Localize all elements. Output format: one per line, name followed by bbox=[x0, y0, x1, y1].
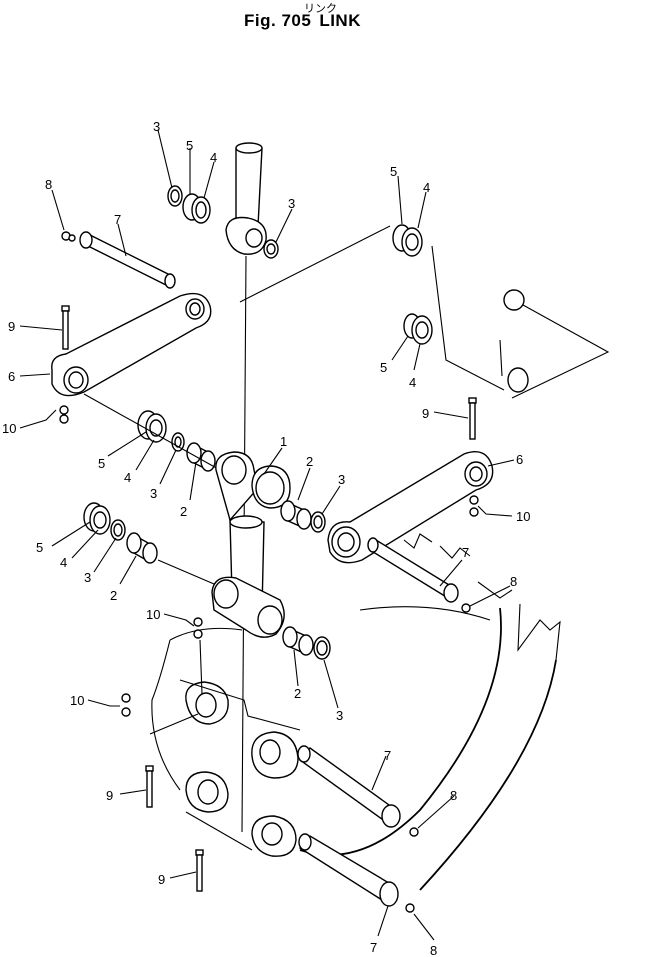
callout-2: 2 bbox=[110, 588, 117, 603]
nuts-10-lower bbox=[121, 617, 203, 717]
callout-5: 5 bbox=[36, 540, 43, 555]
link-arm-left bbox=[51, 292, 212, 397]
guide-line-a bbox=[83, 393, 221, 471]
callout-5: 5 bbox=[380, 360, 387, 375]
callout-7: 7 bbox=[114, 212, 121, 227]
bucket-outline bbox=[151, 533, 561, 891]
callout-numbers: 3 5 4 3 8 7 9 6 10 5 4 5 4 9 6 10 5 4 3 … bbox=[2, 119, 530, 957]
figure-header: リンク Fig. 705 LINK bbox=[0, 0, 659, 40]
callout-9: 9 bbox=[106, 788, 113, 803]
callout-4: 4 bbox=[423, 180, 430, 195]
upper-right-frame bbox=[239, 225, 610, 399]
figure-title: Fig. 705 LINK bbox=[244, 11, 361, 31]
callout-4: 4 bbox=[409, 375, 416, 390]
guide-line-b bbox=[157, 559, 215, 585]
pin-7-lower-upper bbox=[297, 745, 419, 837]
callout-7: 7 bbox=[370, 940, 377, 955]
callout-10: 10 bbox=[2, 421, 16, 436]
callout-5: 5 bbox=[390, 164, 397, 179]
callout-10: 10 bbox=[146, 607, 160, 622]
figure-number: Fig. 705 bbox=[244, 11, 312, 30]
nuts-10-upper-left bbox=[59, 405, 69, 424]
callout-3: 3 bbox=[84, 570, 91, 585]
callout-8: 8 bbox=[450, 788, 457, 803]
figure-name: LINK bbox=[319, 11, 361, 30]
callout-2: 2 bbox=[306, 454, 313, 469]
callout-8: 8 bbox=[430, 943, 437, 957]
callout-1: 1 bbox=[280, 434, 287, 449]
callout-3: 3 bbox=[288, 196, 295, 211]
leader-lines bbox=[19, 129, 515, 941]
callout-6: 6 bbox=[8, 369, 15, 384]
lower-bracket bbox=[179, 679, 301, 857]
callout-4: 4 bbox=[124, 470, 131, 485]
upper-right-washers bbox=[392, 224, 529, 393]
callout-2: 2 bbox=[180, 504, 187, 519]
link-arm-right bbox=[327, 451, 494, 564]
callout-7: 7 bbox=[462, 545, 469, 560]
callout-2: 2 bbox=[294, 686, 301, 701]
pin-7-right-middle bbox=[367, 537, 471, 613]
upper-arm-rod bbox=[225, 142, 267, 255]
bolt-9-lower-upper bbox=[145, 765, 154, 808]
callout-7: 7 bbox=[384, 748, 391, 763]
title-japanese: リンク bbox=[304, 2, 337, 15]
callout-3: 3 bbox=[336, 708, 343, 723]
callout-4: 4 bbox=[210, 150, 217, 165]
callout-5: 5 bbox=[186, 138, 193, 153]
pin-7-top-left bbox=[61, 231, 176, 289]
bolt-9-upper-left bbox=[61, 305, 70, 350]
callout-5: 5 bbox=[98, 456, 105, 471]
bolt-9-upper-right bbox=[468, 397, 477, 440]
right-bushings bbox=[280, 500, 331, 660]
nut-drop-line bbox=[199, 639, 203, 695]
callout-9: 9 bbox=[422, 406, 429, 421]
callout-6: 6 bbox=[516, 452, 523, 467]
callout-4: 4 bbox=[60, 555, 67, 570]
bolt-9-lower-bottom bbox=[195, 849, 204, 892]
callout-9: 9 bbox=[8, 319, 15, 334]
callout-8: 8 bbox=[45, 177, 52, 192]
callout-10: 10 bbox=[516, 509, 530, 524]
callout-10: 10 bbox=[70, 693, 84, 708]
callout-3: 3 bbox=[150, 486, 157, 501]
callout-9: 9 bbox=[158, 872, 165, 887]
nuts-10-right bbox=[469, 495, 479, 517]
pin-7-lower-bottom bbox=[298, 833, 415, 913]
callout-8: 8 bbox=[510, 574, 517, 589]
center-link-body bbox=[211, 451, 291, 638]
callout-3: 3 bbox=[153, 119, 160, 134]
top-left-washers bbox=[167, 185, 279, 259]
left-row-washers bbox=[83, 410, 216, 564]
callout-3: 3 bbox=[338, 472, 345, 487]
